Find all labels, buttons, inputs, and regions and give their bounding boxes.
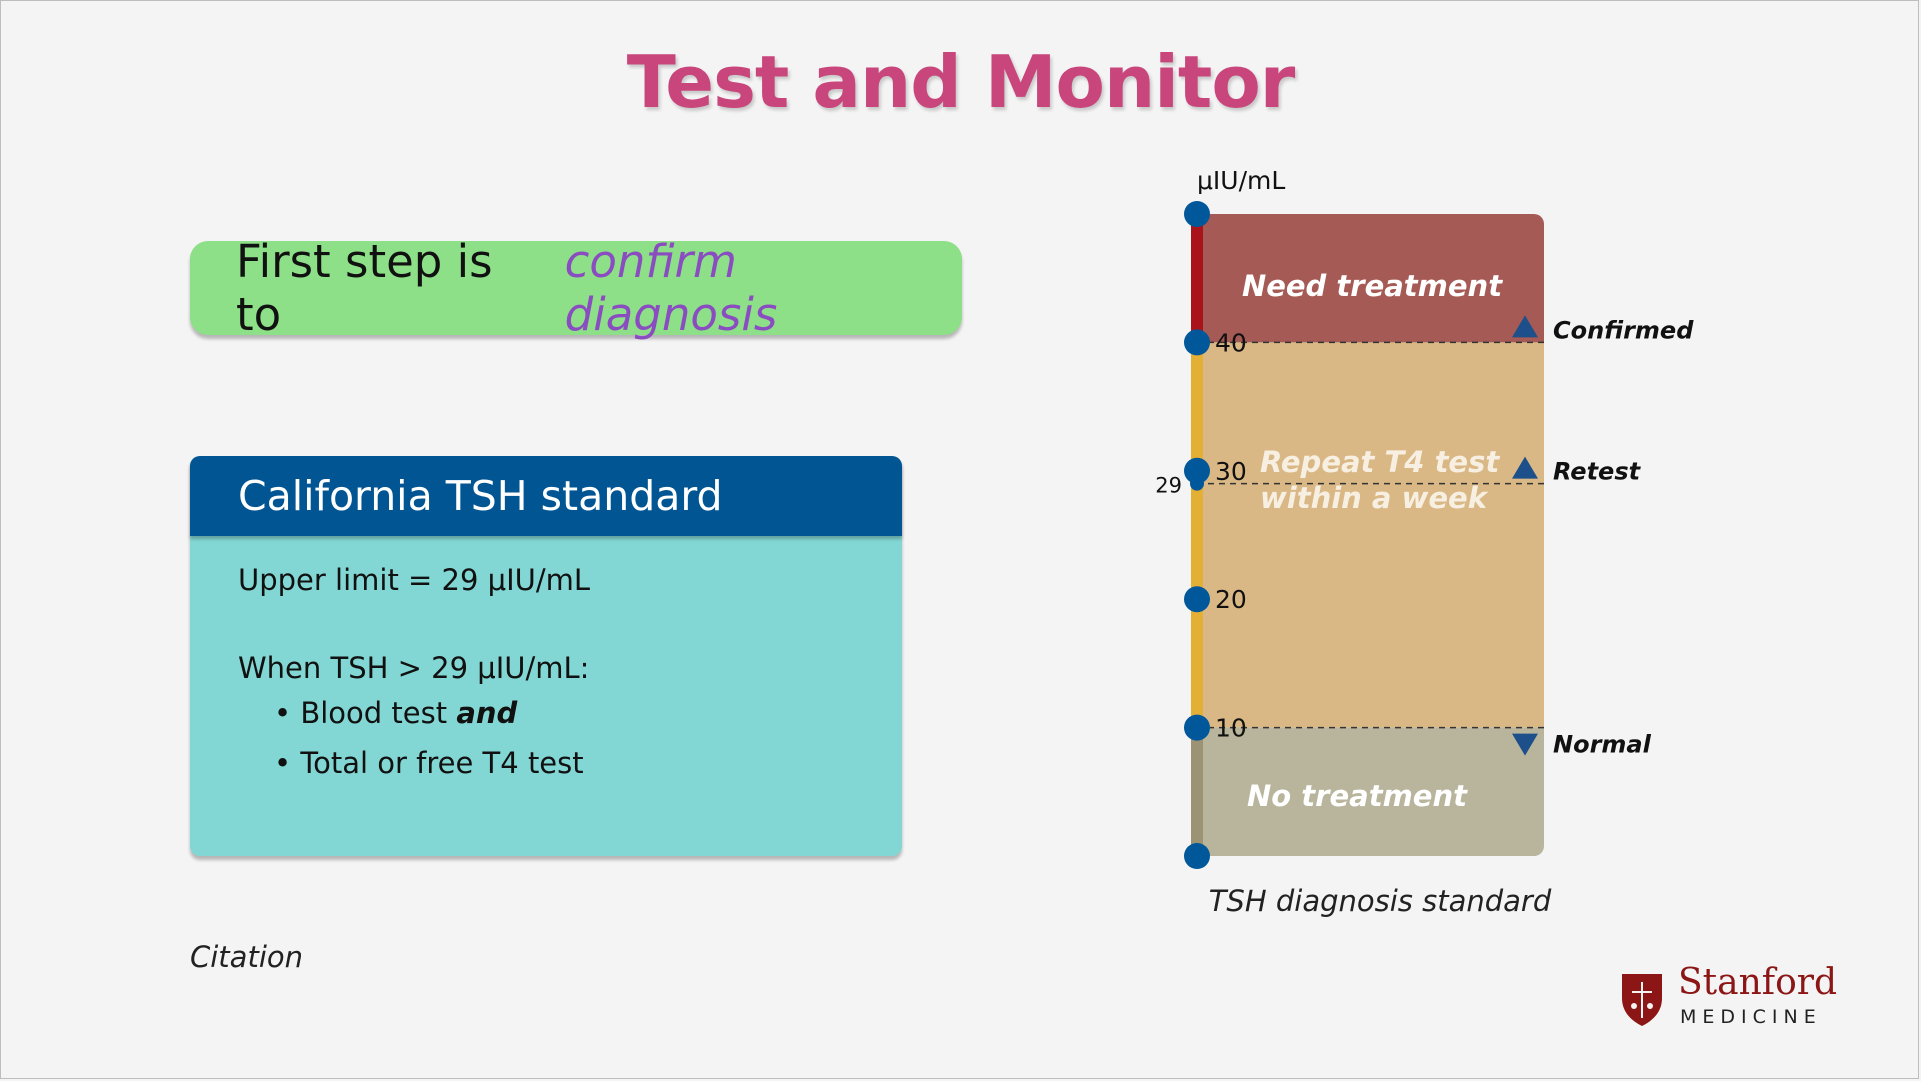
- condition-text: When TSH > 29 μIU/mL:: [238, 651, 590, 685]
- tick-dot-20: [1184, 586, 1210, 613]
- tick-label-20: 20: [1215, 585, 1247, 614]
- threshold-label-1: Retest: [1553, 458, 1642, 486]
- zone-band-2: [1197, 727, 1544, 856]
- banner-emphasis: confirm diagnosis: [564, 235, 778, 341]
- stanford-shield-icon: [1622, 974, 1662, 1026]
- zone-label-2-0: No treatment: [1247, 779, 1468, 813]
- california-standard-card: California TSH standard Upper limit = 29…: [190, 456, 902, 856]
- unit-label: μIU/mL: [1197, 166, 1285, 195]
- card-body: Upper limit = 29 μIU/mL When TSH > 29 μI…: [190, 536, 902, 788]
- bullet-t4-test-label: Total or free T4 test: [300, 746, 584, 780]
- chart-caption: TSH diagnosis standard: [1209, 884, 1552, 918]
- bullet-blood-test: • Blood test and: [274, 696, 518, 730]
- page-title: Test and Monitor: [626, 40, 1296, 124]
- tick-dot-10: [1184, 714, 1210, 741]
- bullet-blood-test-label: Blood test: [300, 696, 448, 730]
- threshold-label-2: Normal: [1553, 731, 1652, 759]
- marker-label: 29: [1155, 474, 1182, 498]
- axis-segment-2: [1191, 727, 1203, 856]
- zone-label-0-0: Need treatment: [1242, 269, 1503, 303]
- card-header: California TSH standard: [190, 456, 902, 536]
- first-step-banner: First step is to confirm diagnosis: [190, 235, 962, 341]
- zone-band-1: [1197, 342, 1544, 728]
- citation: Citation: [190, 940, 303, 974]
- threshold-arrow-0: [1512, 315, 1538, 338]
- axis-end-dot-bottom: [1184, 843, 1210, 869]
- banner-prefix: First step is to: [236, 235, 493, 341]
- zone-group: [1197, 214, 1544, 856]
- axis-segment-1: [1191, 342, 1203, 728]
- tick-label-30: 30: [1215, 457, 1247, 486]
- tick-label-40: 40: [1215, 328, 1247, 357]
- threshold-arrow-1: [1512, 456, 1538, 479]
- threshold-arrow-2: [1512, 733, 1538, 756]
- tick-dot-30: [1184, 457, 1210, 484]
- medicine-wordmark: MEDICINE: [1680, 1006, 1822, 1028]
- zone-label-1-0: Repeat T4 test: [1260, 445, 1500, 479]
- tick-label-10: 10: [1215, 714, 1247, 743]
- marker-dot: [1190, 476, 1204, 491]
- tick-dot-40: [1184, 329, 1210, 356]
- axis-end-dot-top: [1184, 201, 1210, 227]
- bullet-t4-test: • Total or free T4 test: [274, 746, 584, 780]
- upper-limit-text: Upper limit = 29 μIU/mL: [238, 563, 591, 597]
- axis-segment-0: [1191, 214, 1203, 343]
- threshold-label-0: Confirmed: [1553, 316, 1694, 344]
- zone-label-1-1: within a week: [1260, 481, 1489, 515]
- bullet-and-emphasis: and: [456, 696, 518, 730]
- zone-band-0: [1197, 214, 1544, 343]
- stanford-wordmark: Stanford: [1678, 962, 1838, 1003]
